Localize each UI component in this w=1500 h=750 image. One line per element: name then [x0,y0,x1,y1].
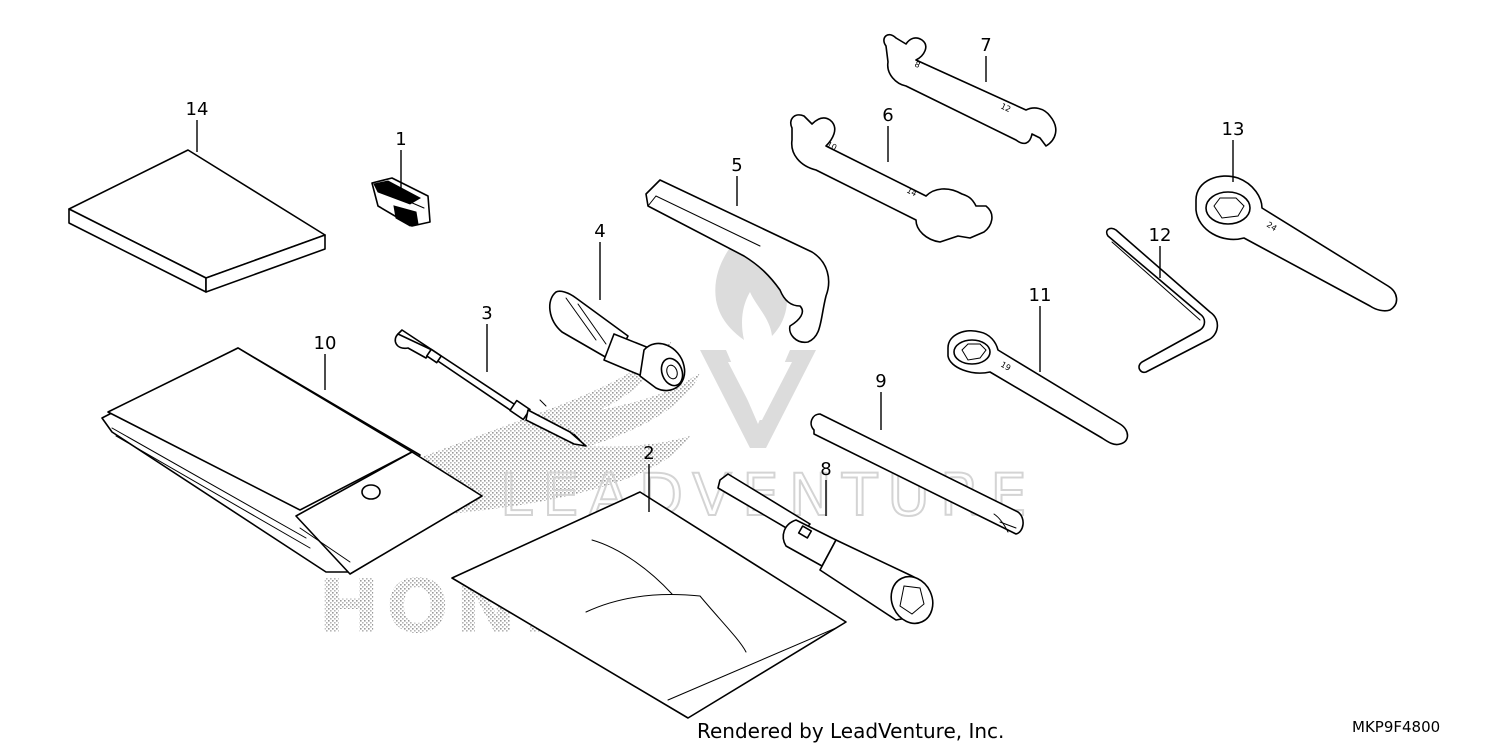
part-9-bar [810,413,1024,535]
part-label-11[interactable]: 11 [1029,285,1052,306]
rendered-by-credit: Rendered by LeadVenture, Inc. [697,719,1005,743]
v-logo-inner-watermark [728,362,792,420]
part-label-13[interactable]: 13 [1222,119,1245,140]
part-2-plastic-bag [451,491,847,719]
part-label-5[interactable]: 5 [731,155,742,176]
part-label-2[interactable]: 2 [643,443,654,464]
part-11-box-wrench: 19 [947,330,1129,446]
v-logo-watermark [700,350,816,448]
part-3-screwdriver-bit [394,329,587,447]
wrench-6-size-small: 10 [825,140,838,153]
part-6-open-wrench: 10 14 [789,114,993,243]
leader-lines [196,56,1234,516]
diagram-code: MKP9F4800 [1352,718,1441,736]
part-10-tool-bag [101,347,483,575]
part-label-3[interactable]: 3 [481,303,492,324]
part-label-10[interactable]: 10 [314,333,337,354]
part-7-open-wrench: 8 12 [883,33,1057,147]
part-label-6[interactable]: 6 [882,105,893,126]
wrench-7-size-large: 12 [999,102,1012,114]
part-label-9[interactable]: 9 [875,371,886,392]
part-14-manual [68,149,326,293]
part-label-12[interactable]: 12 [1149,225,1172,246]
part-label-7[interactable]: 7 [980,35,991,56]
part-13-box-wrench: 24 [1195,175,1398,312]
part-8-plug-wrench [717,473,934,625]
part-label-4[interactable]: 4 [594,221,605,242]
box-wrench-11-size: 19 [999,360,1012,373]
part-label-8[interactable]: 8 [820,459,831,480]
part-4-screwdriver-handle [549,290,686,392]
part-label-14[interactable]: 14 [186,99,209,120]
part-5-pin-spanner [645,179,830,344]
part-12-hex-key [1105,227,1219,374]
part-1-clip [371,177,431,227]
wrench-7-size-small: 8 [913,60,921,70]
wrench-6-size-large: 14 [905,186,918,199]
part-labels: 1 2 3 4 5 6 7 8 9 10 11 12 13 14 [186,35,1245,480]
part-label-1[interactable]: 1 [395,129,406,150]
